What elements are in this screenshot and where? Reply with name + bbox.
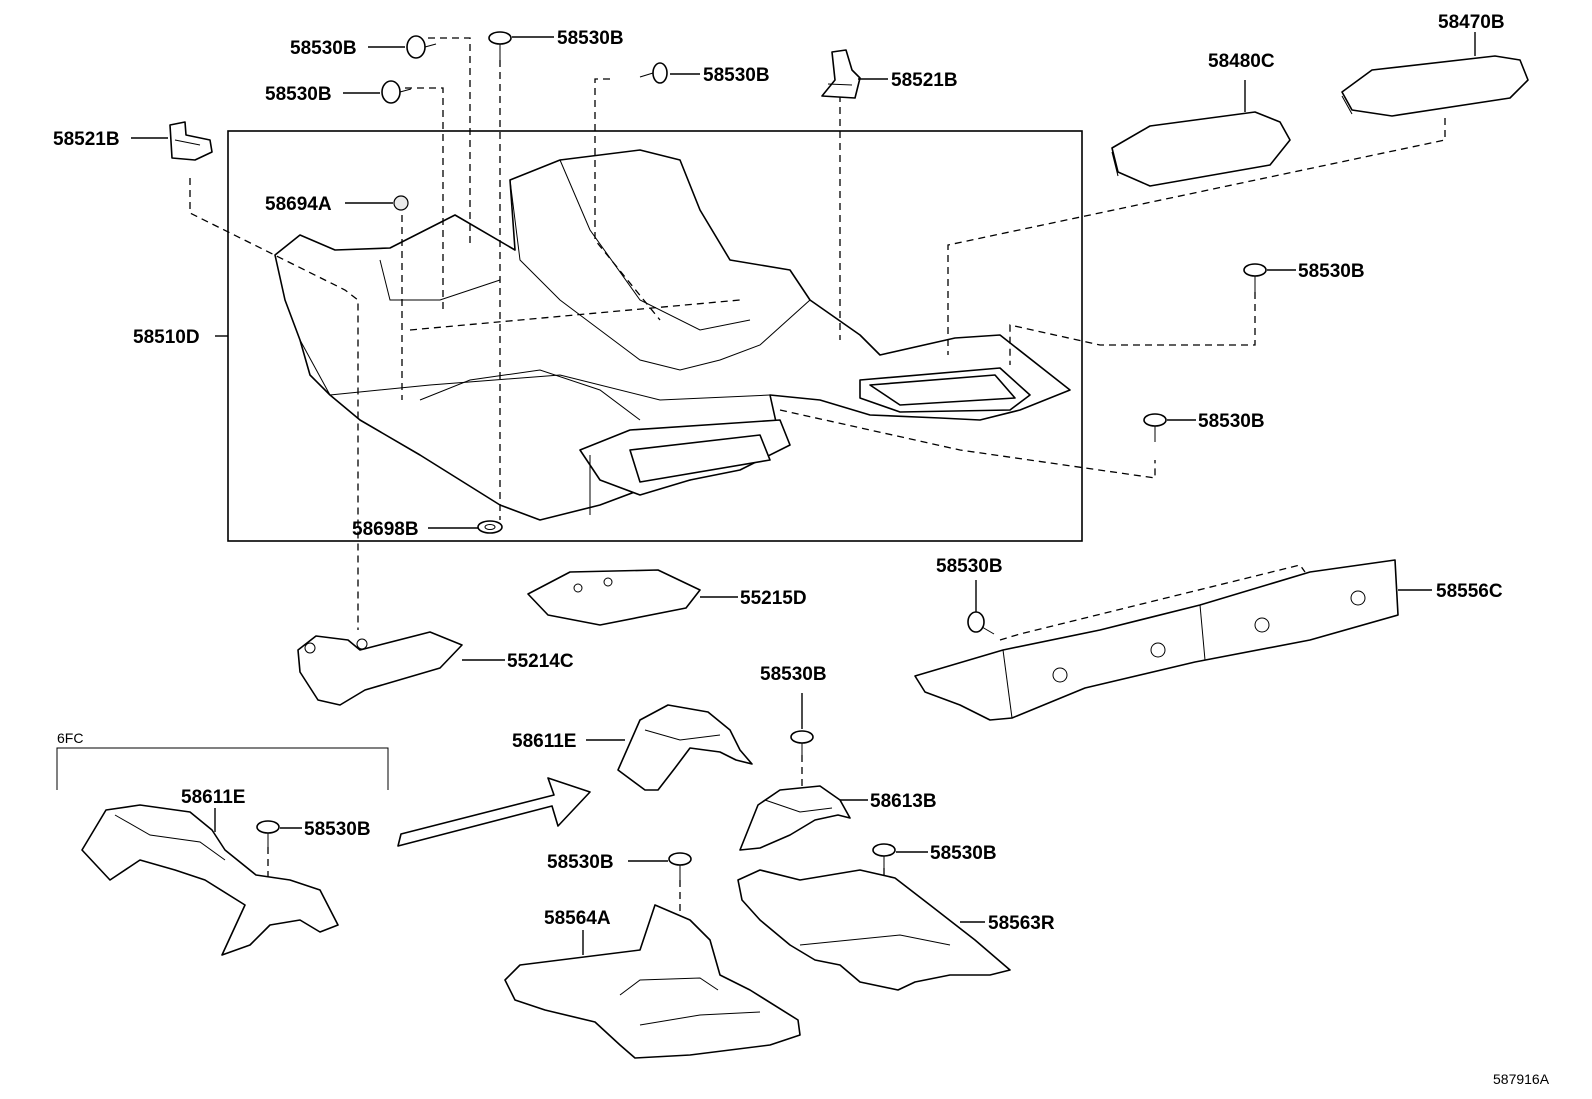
clip-icon	[790, 730, 814, 759]
clip-icon	[668, 852, 692, 881]
clip-icon	[256, 820, 280, 849]
carpet-58563R	[737, 869, 1011, 991]
pad-58470B	[1341, 55, 1529, 117]
label-58521B: 58521B	[891, 70, 958, 91]
label-58530B: 58530B	[290, 38, 357, 59]
label-58613B: 58613B	[870, 791, 937, 812]
cover-58611E-left	[81, 804, 339, 956]
pad-58480C	[1111, 111, 1291, 187]
clip-icon	[1243, 263, 1267, 292]
cover-58613B	[739, 785, 851, 851]
direction-arrow	[397, 777, 591, 847]
bracket-6FC	[56, 747, 389, 790]
fastener-clips	[256, 31, 1267, 881]
label-58611E: 58611E	[181, 787, 245, 808]
label-55215D: 55215D	[740, 588, 807, 609]
label-58530B: 58530B	[760, 664, 827, 685]
label-58530B: 58530B	[703, 65, 770, 86]
bracket-58521B-right	[821, 49, 861, 99]
label-58694A: 58694A	[265, 194, 332, 215]
bracket-58521B-left	[169, 121, 213, 161]
label-58530B: 58530B	[547, 852, 614, 873]
label-58563R: 58563R	[988, 913, 1055, 934]
clip-icon	[381, 80, 412, 104]
clip-icon	[872, 843, 896, 872]
label-58530B: 58530B	[936, 556, 1003, 577]
part-labels: 58530B 58530B 58530B 58530B 58521B 58521…	[53, 12, 1550, 1087]
clip-icon	[406, 35, 437, 59]
label-58564A: 58564A	[544, 908, 611, 929]
label-58556C: 58556C	[1436, 581, 1503, 602]
figure-id: 587916A	[1493, 1071, 1550, 1087]
label-6FC: 6FC	[57, 730, 83, 746]
grommet-icon	[477, 520, 503, 534]
panel-58556C	[914, 559, 1399, 721]
clip-icon	[639, 62, 668, 84]
panel-55214C	[297, 631, 463, 706]
cover-58611E-right	[617, 704, 753, 791]
assembly-lines	[189, 37, 1446, 985]
panel-55215D	[527, 569, 701, 626]
label-58510D: 58510D	[133, 327, 200, 348]
label-58530B: 58530B	[557, 28, 624, 49]
label-58530B: 58530B	[304, 819, 371, 840]
clip-icon	[393, 195, 409, 211]
label-58611E: 58611E	[512, 731, 576, 752]
label-55214C: 55214C	[507, 651, 574, 672]
label-58470B: 58470B	[1438, 12, 1505, 33]
label-58530B: 58530B	[1298, 261, 1365, 282]
clip-icon	[1143, 413, 1167, 442]
label-58480C: 58480C	[1208, 51, 1275, 72]
carpet-58564A	[504, 904, 801, 1059]
clip-icon	[488, 31, 512, 60]
floor-carpet-58510D	[274, 149, 1071, 521]
label-58521B: 58521B	[53, 129, 120, 150]
clip-icon	[967, 611, 995, 635]
label-58530B: 58530B	[930, 843, 997, 864]
label-58698B: 58698B	[352, 519, 419, 540]
label-58530B: 58530B	[1198, 411, 1265, 432]
leader-lines	[131, 32, 1476, 955]
label-58530B: 58530B	[265, 84, 332, 105]
